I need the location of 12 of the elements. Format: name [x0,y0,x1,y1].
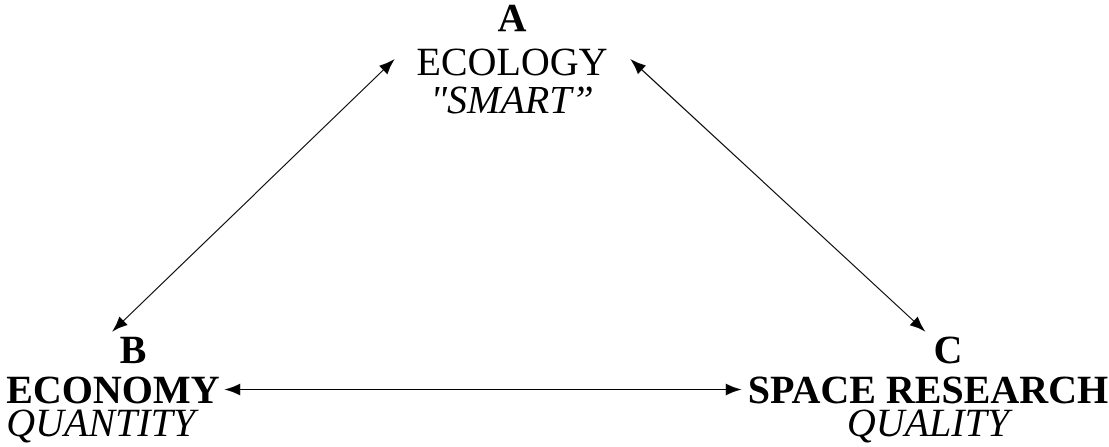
double-arrow [631,60,925,331]
double-arrow [225,383,741,396]
node-letter: B [120,336,146,364]
node-title: SPACE RESEARCH [749,376,1108,404]
node-title: ECONOMY [6,376,219,404]
node-letter: A [497,4,527,32]
node-title: ECOLOGY [417,48,607,76]
node-letter: C [935,336,960,364]
node-subtitle: "SMART” [435,86,592,114]
node-subtitle: QUALITY [849,409,1013,443]
double-arrow [113,60,394,331]
node-subtitle: QUANTITY [8,409,199,443]
